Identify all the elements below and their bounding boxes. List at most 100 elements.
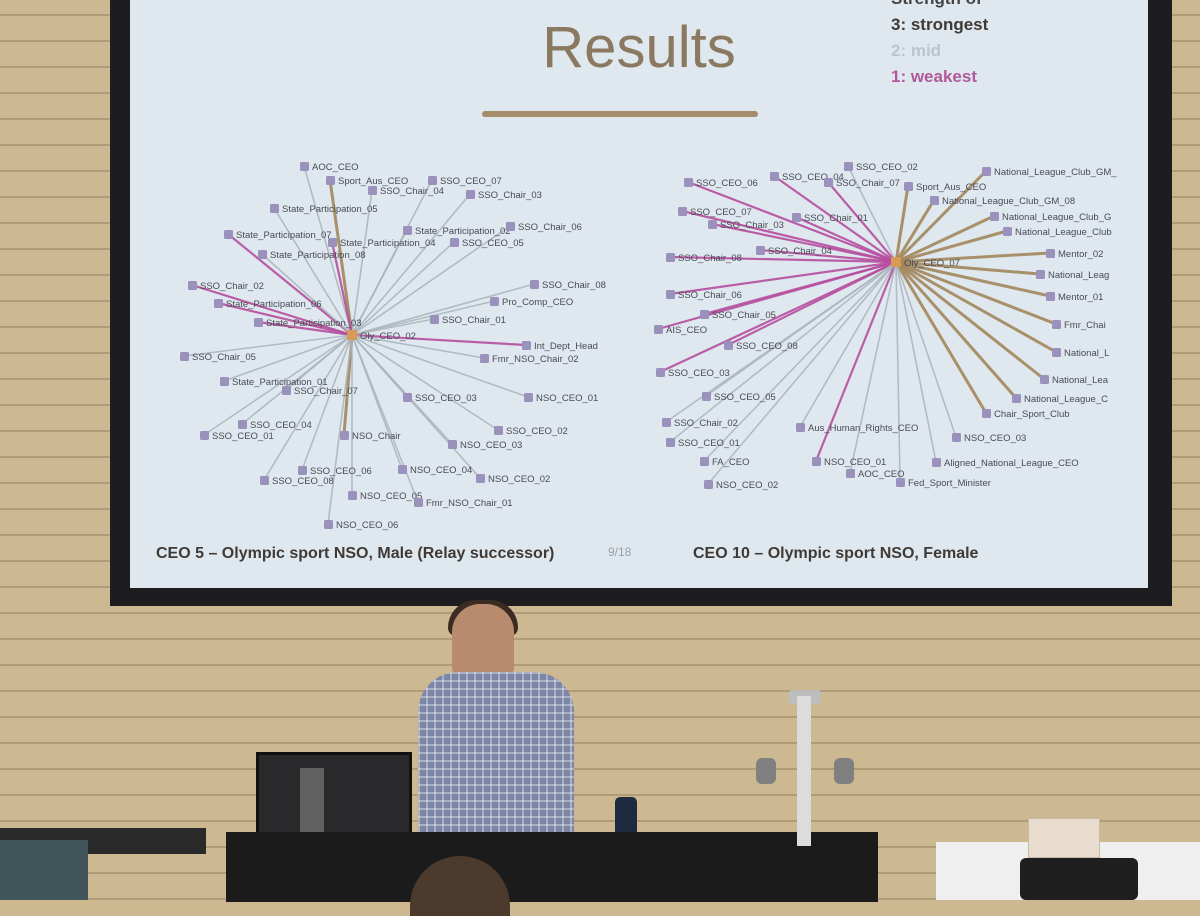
left-node-label: SSO_Chair_02 bbox=[200, 281, 264, 292]
right-edge bbox=[895, 260, 1057, 354]
left-node bbox=[324, 520, 333, 529]
right-node bbox=[896, 478, 905, 487]
right-edge bbox=[799, 261, 897, 428]
left-edge bbox=[351, 189, 373, 336]
left-node-label: SSO_Chair_04 bbox=[380, 186, 444, 197]
left-node-label: SSO_CEO_05 bbox=[462, 238, 524, 249]
left-node bbox=[254, 318, 263, 327]
right-node bbox=[982, 409, 991, 418]
right-node bbox=[1052, 348, 1061, 357]
right-node-label: SSO_Chair_07 bbox=[836, 178, 900, 189]
left-node bbox=[494, 426, 503, 435]
left-node bbox=[326, 176, 335, 185]
left-center-node bbox=[347, 330, 357, 340]
right-node-label: SSO_CEO_03 bbox=[668, 368, 730, 379]
right-node-label: SSO_Chair_08 bbox=[678, 253, 742, 264]
right-node-label: SSO_Chair_01 bbox=[804, 213, 868, 224]
right-node bbox=[662, 418, 671, 427]
left-node-label: SSO_CEO_01 bbox=[212, 431, 274, 442]
right-node-label: SSO_Chair_02 bbox=[674, 418, 738, 429]
right-edge bbox=[659, 261, 897, 373]
left-node-label: State_Participation_04 bbox=[340, 238, 436, 249]
right-node-label: National_League_Club_GM_ bbox=[994, 167, 1117, 178]
right-edge bbox=[847, 165, 897, 263]
left-node bbox=[340, 431, 349, 440]
left-node bbox=[530, 280, 539, 289]
right-edge bbox=[894, 185, 910, 263]
left-node bbox=[450, 238, 459, 247]
caption-right: CEO 10 – Olympic sport NSO, Female bbox=[693, 545, 979, 562]
left-node-label: SSO_CEO_04 bbox=[250, 420, 312, 431]
left-node bbox=[348, 491, 357, 500]
left-node-label: SSO_Chair_06 bbox=[518, 222, 582, 233]
left-node-label: Sport_Aus_CEO bbox=[338, 176, 408, 187]
left-edge bbox=[351, 283, 535, 336]
left-node-label: Fmr_NSO_Chair_02 bbox=[492, 354, 579, 365]
left-node-label: State_Participation_07 bbox=[236, 230, 332, 241]
caption-left: CEO 5 – Olympic sport NSO, Male (Relay s… bbox=[156, 545, 555, 562]
left-node-label: SSO_Chair_05 bbox=[192, 352, 256, 363]
left-node bbox=[282, 386, 291, 395]
camera-pole bbox=[797, 696, 811, 846]
right-node-label: National_League_Club_GM_08 bbox=[942, 196, 1075, 207]
left-node-label: State_Participation_03 bbox=[266, 318, 362, 329]
right-node bbox=[666, 253, 675, 262]
left-node bbox=[238, 420, 247, 429]
right-node bbox=[982, 167, 991, 176]
right-node bbox=[678, 207, 687, 216]
right-node-label: SSO_Chair_05 bbox=[712, 310, 776, 321]
left-edge bbox=[327, 334, 353, 525]
right-edge bbox=[895, 260, 1045, 381]
right-node bbox=[702, 392, 711, 401]
left-node bbox=[260, 476, 269, 485]
left-node bbox=[368, 186, 377, 195]
right-node bbox=[930, 196, 939, 205]
projector-screen: Results Strength of 3: strongest 2: mid … bbox=[130, 0, 1148, 588]
left-edge bbox=[263, 334, 353, 481]
legend-strongest: 3: strongest bbox=[891, 15, 989, 34]
left-node-label: NSO_CEO_03 bbox=[460, 440, 522, 451]
left-node bbox=[188, 281, 197, 290]
left-node-label: State_Participation_01 bbox=[232, 377, 328, 388]
left-node bbox=[224, 230, 233, 239]
right-node bbox=[654, 325, 663, 334]
lectern bbox=[226, 832, 878, 902]
left-edge bbox=[227, 233, 353, 336]
right-edge bbox=[827, 181, 897, 263]
right-node bbox=[952, 433, 961, 442]
right-node-label: Aus_Human_Rights_CEO bbox=[808, 423, 918, 434]
left-node-label: State_Participation_02 bbox=[415, 226, 511, 237]
right-node bbox=[704, 480, 713, 489]
right-node bbox=[824, 178, 833, 187]
left-node bbox=[448, 440, 457, 449]
left-node-label: AOC_CEO bbox=[312, 162, 358, 173]
left-node bbox=[430, 315, 439, 324]
left-node bbox=[476, 474, 485, 483]
left-node-label: NSO_CEO_04 bbox=[410, 465, 472, 476]
right-edge bbox=[894, 261, 1018, 399]
right-node-label: National_L bbox=[1064, 348, 1109, 359]
right-node-label: NSO_CEO_02 bbox=[716, 480, 778, 491]
right-edge bbox=[669, 255, 897, 264]
right-edge bbox=[895, 251, 1051, 264]
right-node-label: Sport_Aus_CEO bbox=[916, 182, 986, 193]
right-node-label: Mentor_01 bbox=[1058, 292, 1103, 303]
left-edge bbox=[351, 300, 495, 336]
left-chair bbox=[0, 840, 88, 900]
right-node bbox=[770, 172, 779, 181]
right-edge bbox=[894, 169, 988, 264]
right-node-label: National_League_Club_G bbox=[1002, 212, 1111, 223]
right-node bbox=[756, 246, 765, 255]
left-node bbox=[200, 431, 209, 440]
legend-mid: 2: mid bbox=[891, 41, 942, 60]
left-node bbox=[214, 299, 223, 308]
left-edge bbox=[351, 193, 471, 336]
page-number: 9/18 bbox=[608, 545, 632, 559]
left-node-label: SSO_CEO_03 bbox=[415, 393, 477, 404]
right-node-label: Mentor_02 bbox=[1058, 249, 1103, 260]
left-edge bbox=[223, 334, 353, 382]
left-node-label: NSO_CEO_05 bbox=[360, 491, 422, 502]
right-node-label: FA_CEO bbox=[712, 457, 750, 468]
left-edge bbox=[183, 334, 353, 357]
left-node-label: SSO_CEO_07 bbox=[440, 176, 502, 187]
